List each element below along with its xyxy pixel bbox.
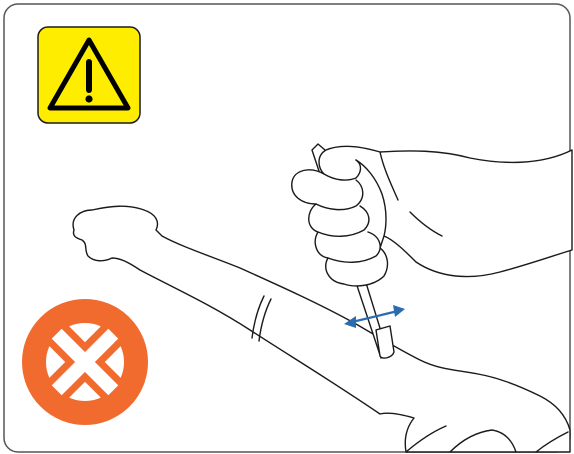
warning-triangle-icon <box>38 27 140 123</box>
